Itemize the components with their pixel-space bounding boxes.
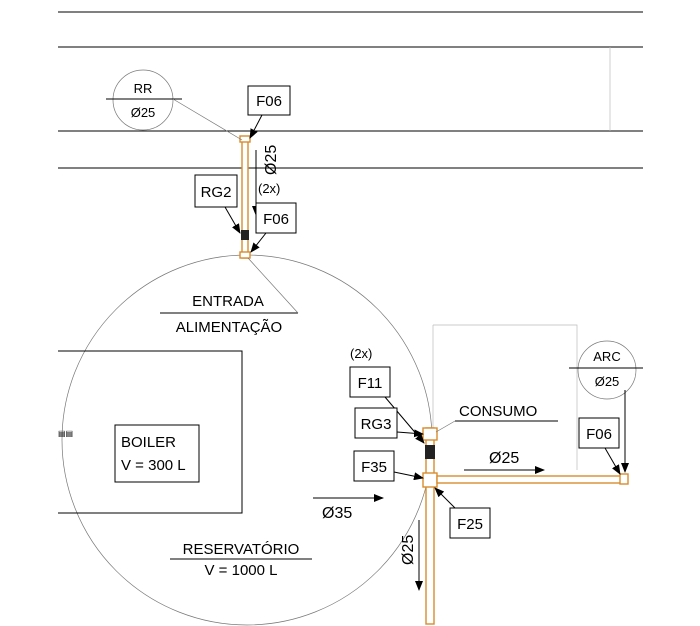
entrada-leader — [247, 257, 299, 314]
f06-right-label: F06 — [586, 426, 612, 443]
rg2-label: RG2 — [201, 184, 232, 201]
arc-bubble — [577, 340, 637, 400]
f35-box — [353, 450, 395, 482]
f11-label: F11 — [358, 375, 383, 392]
consumo-leader — [435, 420, 456, 433]
f06-top-box — [247, 85, 291, 116]
rr-bubble — [112, 69, 174, 131]
boiler-line2: V = 300 L — [121, 457, 186, 474]
dia-35: Ø35 — [322, 505, 352, 522]
fitting-entrada-top — [239, 135, 251, 143]
fitting-consumo-top — [422, 427, 438, 441]
boiler-edge-mark: ▤▤ — [58, 429, 73, 438]
f06-mid-box — [255, 202, 297, 234]
arc-label: ARC — [593, 349, 620, 364]
rg2-leader — [224, 206, 241, 234]
consumo-label: CONSUMO — [459, 403, 537, 420]
f06-mid-label: F06 — [263, 211, 289, 228]
f06-top-leader — [249, 114, 263, 139]
boiler-outline — [58, 350, 243, 514]
dia-horizontal: Ø25 — [489, 450, 519, 467]
f25-label: F25 — [457, 516, 483, 533]
reservatorio-line1: RESERVATÓRIO — [183, 541, 300, 558]
rg3-leader — [396, 429, 424, 438]
dia-vertical-bottom: Ø25 — [400, 535, 417, 565]
f06-right-box — [578, 417, 620, 449]
f11-box — [349, 366, 391, 398]
pipe-consumo-horizontal — [436, 475, 623, 484]
f06-right-leader — [604, 447, 621, 475]
entrada-line2: ALIMENTAÇÃO — [176, 319, 282, 336]
rr-diameter: Ø25 — [131, 105, 156, 120]
arc-diameter: Ø25 — [595, 374, 620, 389]
entrada-line1: ENTRADA — [192, 293, 264, 310]
valve-consumo — [425, 445, 435, 459]
pipe-entrada — [241, 139, 249, 259]
count-2x-right: (2x) — [350, 346, 372, 361]
boiler-line1: BOILER — [121, 434, 176, 451]
rg2-box — [194, 174, 238, 208]
valve-entrada — [241, 230, 249, 240]
fitting-consumo-tee — [422, 472, 438, 488]
f35-label: F35 — [361, 459, 387, 476]
f25-leader — [434, 487, 456, 509]
boiler-box — [114, 424, 200, 483]
consumo-outline — [432, 324, 578, 470]
rr-label: RR — [134, 81, 153, 96]
f06-top-label: F06 — [256, 93, 282, 110]
dia-vertical-top: Ø25 — [263, 145, 280, 175]
rr-leader — [172, 98, 243, 141]
rg3-label: RG3 — [361, 416, 392, 433]
count-2x-top: (2x) — [258, 181, 280, 196]
fitting-arc-end — [619, 473, 629, 485]
f25-box — [449, 507, 491, 539]
rg3-box — [354, 407, 398, 439]
fitting-entrada-bottom — [239, 251, 251, 259]
f35-leader — [393, 471, 424, 481]
reservatorio-line2: V = 1000 L — [205, 562, 278, 579]
f06-mid-leader — [250, 232, 267, 253]
